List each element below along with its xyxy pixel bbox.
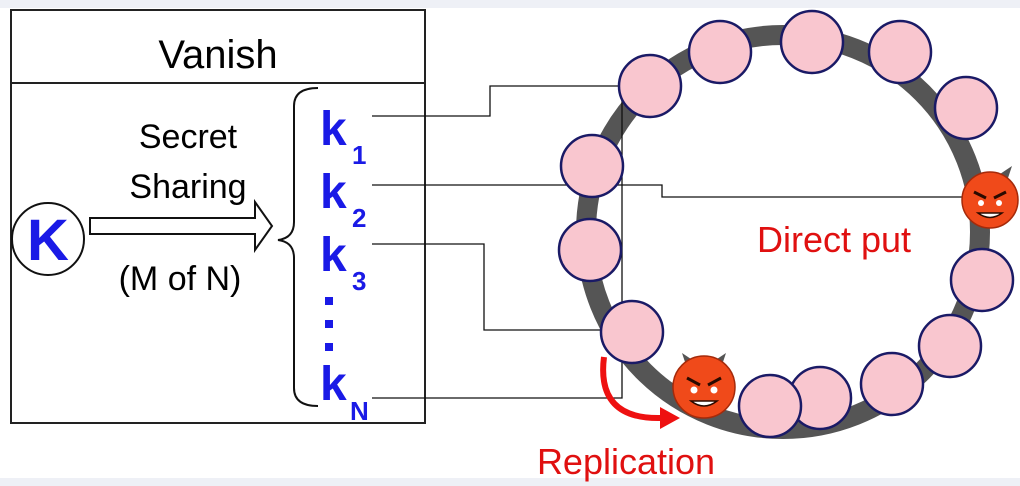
devil-brows xyxy=(686,376,722,387)
ellipsis-dot xyxy=(325,343,333,351)
dht-node xyxy=(559,133,625,199)
key-circle xyxy=(11,202,85,276)
dht-node xyxy=(779,9,845,75)
dht-nodes xyxy=(557,9,1015,439)
vanish-box-frame xyxy=(10,9,426,424)
share-ellipsis-dots xyxy=(325,297,333,351)
share-k3: k 3 xyxy=(320,229,366,296)
share-k3-base: k xyxy=(320,229,347,282)
split-arrow xyxy=(89,198,274,254)
ellipsis-dot xyxy=(325,297,333,305)
slide-bottom-band xyxy=(0,478,1020,486)
share-kN: k N xyxy=(320,358,369,426)
devil-grin xyxy=(688,400,720,407)
shares-brace xyxy=(277,87,319,407)
share-k1-subscript: 1 xyxy=(352,140,366,170)
share-k1: k 1 xyxy=(320,103,366,170)
slide-top-band xyxy=(0,0,1020,8)
devil-face xyxy=(672,355,736,419)
share-k3-subscript: 3 xyxy=(352,266,366,296)
direct-put-label: Direct put xyxy=(757,219,911,260)
dht-node xyxy=(859,351,925,417)
dht-node xyxy=(687,19,753,85)
share-kN-base: k xyxy=(320,358,347,411)
devil-brows xyxy=(973,190,1007,200)
connector-k2 xyxy=(372,184,968,198)
replication-label: Replication xyxy=(537,441,715,482)
threshold-label: (M of N) xyxy=(119,260,242,298)
share-kN-subscript: N xyxy=(350,396,369,426)
dht-node xyxy=(867,19,933,85)
connector-kN xyxy=(372,86,623,399)
dht-node xyxy=(917,313,983,379)
dht-node xyxy=(599,299,665,365)
devil-eye xyxy=(710,386,718,394)
vanish-box: Vanish xyxy=(10,9,426,424)
devil-face xyxy=(961,171,1019,229)
share-k2-subscript: 2 xyxy=(352,203,366,233)
dht-node xyxy=(949,247,1015,313)
dht-node xyxy=(617,53,683,119)
ellipsis-dot xyxy=(325,320,333,328)
dht-node xyxy=(933,75,999,141)
connector-k3 xyxy=(372,243,612,331)
share-k2: k 2 xyxy=(320,166,366,233)
share-connectors xyxy=(372,85,968,399)
connector-k1 xyxy=(372,85,658,117)
vanish-title: Vanish xyxy=(158,33,277,77)
devil-grin xyxy=(975,212,1005,219)
secret-label: Secret xyxy=(139,118,238,156)
attacker-direct-icon xyxy=(961,166,1019,229)
devil-eye xyxy=(978,200,984,206)
replication-arrow xyxy=(600,356,663,422)
attacker-replica-icon xyxy=(672,353,736,419)
sharing-label: Sharing xyxy=(129,168,246,206)
share-k1-base: k xyxy=(320,103,347,156)
dht-node xyxy=(737,373,803,439)
devil-eye xyxy=(690,386,698,394)
dht-node xyxy=(557,217,623,283)
key-letter: K xyxy=(27,208,69,273)
key-k: K xyxy=(11,202,85,276)
replication-arrowhead xyxy=(660,407,680,429)
share-k2-base: k xyxy=(320,166,347,219)
devil-eye xyxy=(996,200,1002,206)
